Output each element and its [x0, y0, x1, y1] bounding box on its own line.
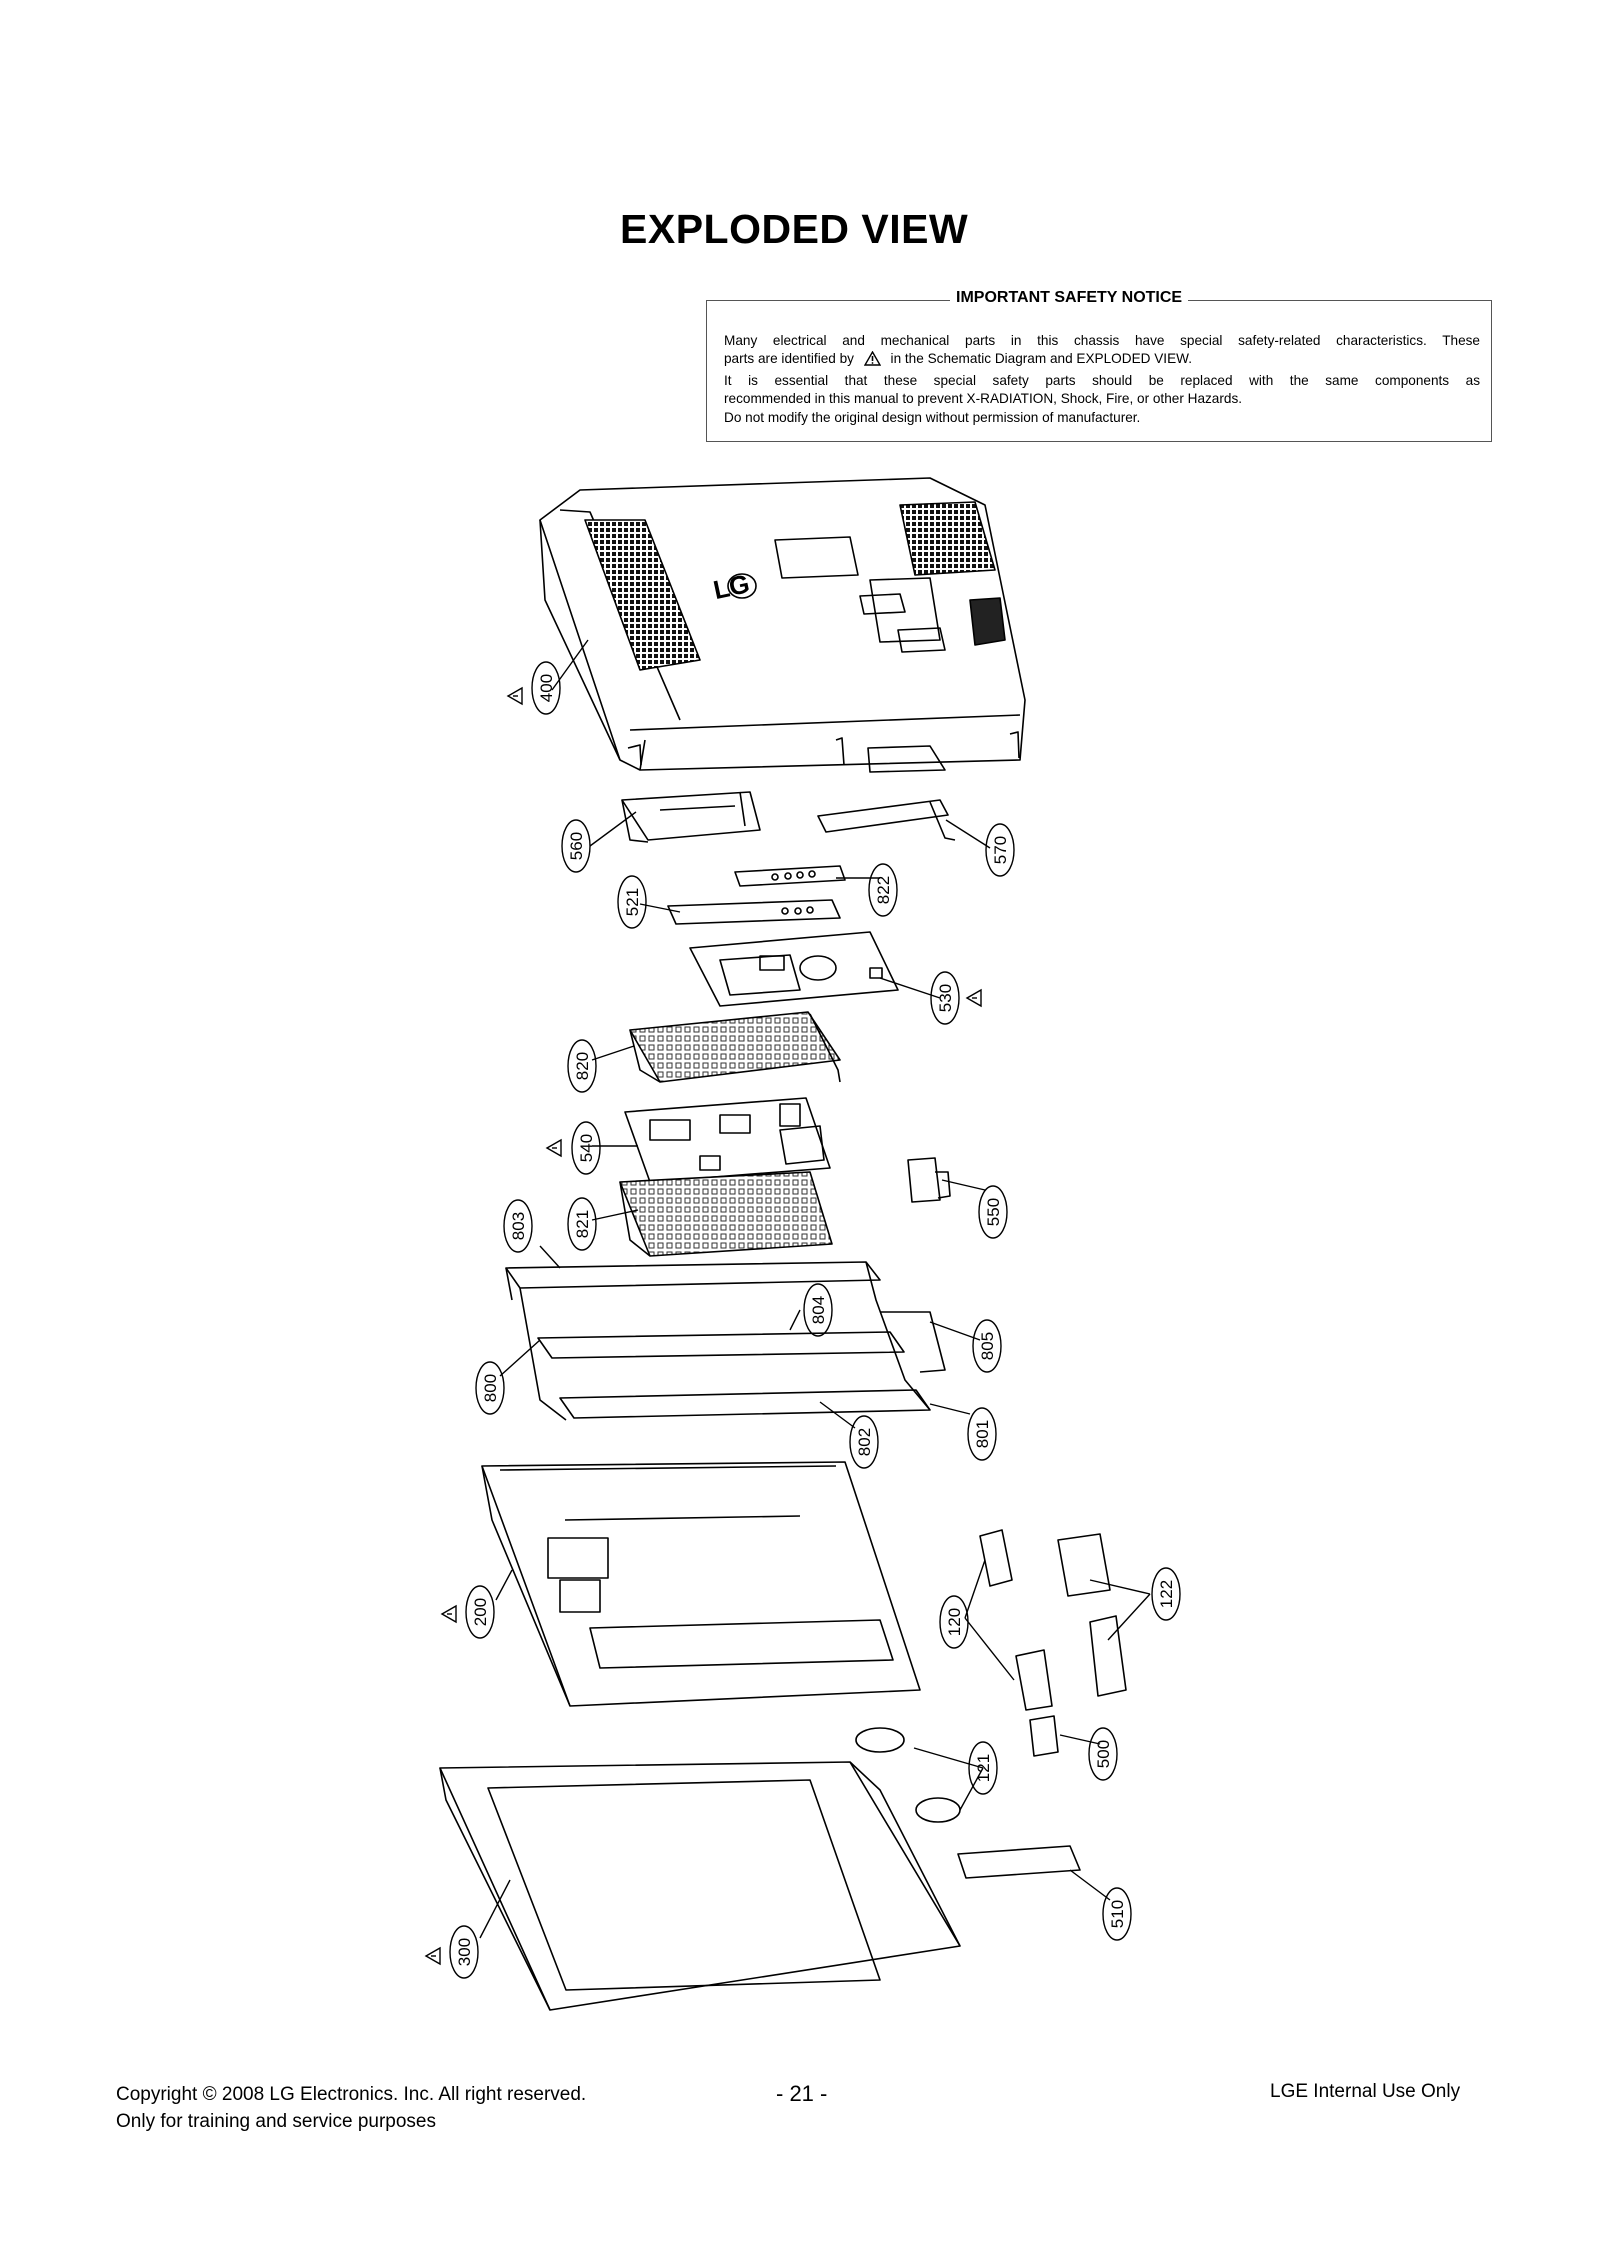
callout-822: 822 — [868, 863, 898, 917]
callout-400: 400 — [531, 661, 561, 715]
notice-line-2-start: parts are identified by — [724, 351, 854, 367]
callout-820: 820 — [567, 1039, 597, 1093]
svg-text:560: 560 — [567, 832, 586, 860]
part-510-control-panel — [957, 1845, 1081, 1879]
svg-text:821: 821 — [573, 1210, 592, 1238]
part-500-ir-board — [1029, 1715, 1059, 1757]
warning-triangle-icon — [506, 686, 523, 706]
svg-text:805: 805 — [978, 1332, 997, 1360]
part-122-brackets — [1057, 1533, 1127, 1697]
callout-560: 560 — [561, 819, 591, 873]
warning-triangle-icon — [965, 988, 982, 1008]
callout-821: 821 — [567, 1197, 597, 1251]
part-200-chassis — [481, 1461, 921, 1707]
part-550-jack — [907, 1157, 951, 1203]
part-120-speakers — [979, 1529, 1053, 1711]
lg-logo-text: LG — [711, 568, 753, 605]
svg-text:540: 540 — [577, 1134, 596, 1162]
svg-text:803: 803 — [509, 1212, 528, 1240]
part-800-frame — [505, 1261, 946, 1421]
purpose-text: Only for training and service purposes — [116, 2111, 436, 2132]
callout-510: 510 — [1102, 1887, 1132, 1941]
svg-text:802: 802 — [855, 1428, 874, 1456]
warning-triangle-icon — [440, 1604, 457, 1624]
svg-text:550: 550 — [984, 1198, 1003, 1226]
callout-500: 500 — [1088, 1727, 1118, 1781]
callout-803: 803 — [503, 1199, 533, 1253]
part-521-bracket — [667, 899, 841, 925]
footer-left: Copyright © 2008 LG Electronics. Inc. Al… — [116, 2081, 586, 2135]
callout-801: 801 — [967, 1407, 997, 1461]
internal-use-text: LGE Internal Use Only — [1270, 2081, 1461, 2102]
part-822-control-board — [734, 865, 846, 887]
svg-text:570: 570 — [991, 836, 1010, 864]
callout-550: 550 — [978, 1185, 1008, 1239]
svg-text:521: 521 — [623, 888, 642, 916]
notice-line-5: Do not modify the original design withou… — [724, 409, 1141, 425]
callout-300: 300 — [449, 1925, 479, 1979]
svg-text:500: 500 — [1094, 1740, 1113, 1768]
svg-text:800: 800 — [481, 1374, 500, 1402]
part-821-shield — [619, 1171, 833, 1257]
svg-text:820: 820 — [573, 1052, 592, 1080]
safety-notice-body: Many electrical and mechanical parts in … — [724, 332, 1480, 427]
leader-lines — [479, 639, 1151, 1939]
svg-text:530: 530 — [936, 984, 955, 1012]
notice-line-2-end: in the Schematic Diagram and EXPLODED VI… — [890, 351, 1192, 367]
warning-triangle-icon — [545, 1138, 562, 1158]
callout-804: 804 — [803, 1283, 833, 1337]
page-number: - 21 - — [776, 2081, 828, 2106]
notice-line-4: recommended in this manual to prevent X-… — [724, 391, 1243, 407]
warning-triangle-icon — [424, 1946, 441, 1966]
notice-line-1: Many electrical and mechanical parts in … — [724, 333, 1480, 348]
callout-122: 122 — [1151, 1567, 1181, 1621]
notice-line-2: parts are identified by in the Schematic… — [724, 350, 1480, 371]
svg-text:121: 121 — [974, 1754, 993, 1782]
part-570-board — [817, 799, 956, 841]
part-820-shield — [629, 1011, 841, 1083]
part-540-main-board — [624, 1097, 831, 1183]
callout-530: 530 — [930, 971, 960, 1025]
part-300-front-cabinet — [439, 1761, 961, 2011]
svg-text:122: 122 — [1157, 1580, 1176, 1608]
svg-text:822: 822 — [874, 876, 893, 904]
safety-notice-heading: IMPORTANT SAFETY NOTICE — [950, 289, 1189, 307]
notice-line-3: It is essential that these special safet… — [724, 372, 1480, 388]
callout-540: 540 — [571, 1121, 601, 1175]
part-530-power-board — [689, 931, 899, 1007]
svg-text:801: 801 — [973, 1420, 992, 1448]
callout-802: 802 — [849, 1415, 879, 1469]
svg-text:200: 200 — [471, 1598, 490, 1626]
page-title: EXPLODED VIEW — [620, 206, 969, 252]
callout-805: 805 — [972, 1319, 1002, 1373]
part-400-back-cover: LG — [539, 477, 1026, 773]
part-560-bracket — [621, 791, 761, 843]
warning-triangle-icon — [863, 351, 881, 371]
callout-800: 800 — [475, 1361, 505, 1415]
svg-text:804: 804 — [809, 1296, 828, 1324]
callout-121: 121 — [968, 1741, 998, 1795]
svg-text:120: 120 — [945, 1608, 964, 1636]
callout-570: 570 — [985, 823, 1015, 877]
callout-200: 200 — [465, 1585, 495, 1639]
callout-521: 521 — [617, 875, 647, 929]
svg-text:510: 510 — [1108, 1900, 1127, 1928]
svg-text:300: 300 — [455, 1938, 474, 1966]
callout-120: 120 — [939, 1595, 969, 1649]
svg-text:400: 400 — [537, 674, 556, 702]
copyright-text: Copyright © 2008 LG Electronics. Inc. Al… — [116, 2084, 587, 2105]
